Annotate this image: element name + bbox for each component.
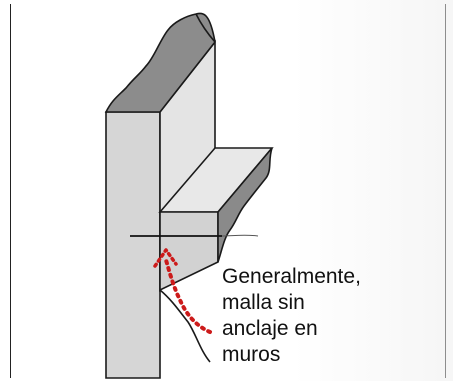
caption-line-2: malla sin xyxy=(222,291,305,314)
watermark-shade xyxy=(293,0,453,381)
caption-line-3: anclaje en xyxy=(222,317,318,340)
slab-end xyxy=(217,147,273,263)
caption-line-1: Generalmente, xyxy=(222,265,361,288)
caption-line-4: muros xyxy=(222,343,281,366)
dotted-arrow-icon xyxy=(164,258,212,334)
vertical-wall-front-face xyxy=(105,111,161,379)
caption: Generalmente, malla sin anclaje en muros xyxy=(222,264,422,368)
vertical-wall-bottom-break xyxy=(159,289,211,363)
slab-front-face xyxy=(159,211,219,292)
arrow-head-icon xyxy=(153,248,178,268)
vertical-wall-top xyxy=(104,12,216,113)
mesh-line-tail xyxy=(221,234,259,237)
vertical-wall-top-edge xyxy=(195,13,216,43)
